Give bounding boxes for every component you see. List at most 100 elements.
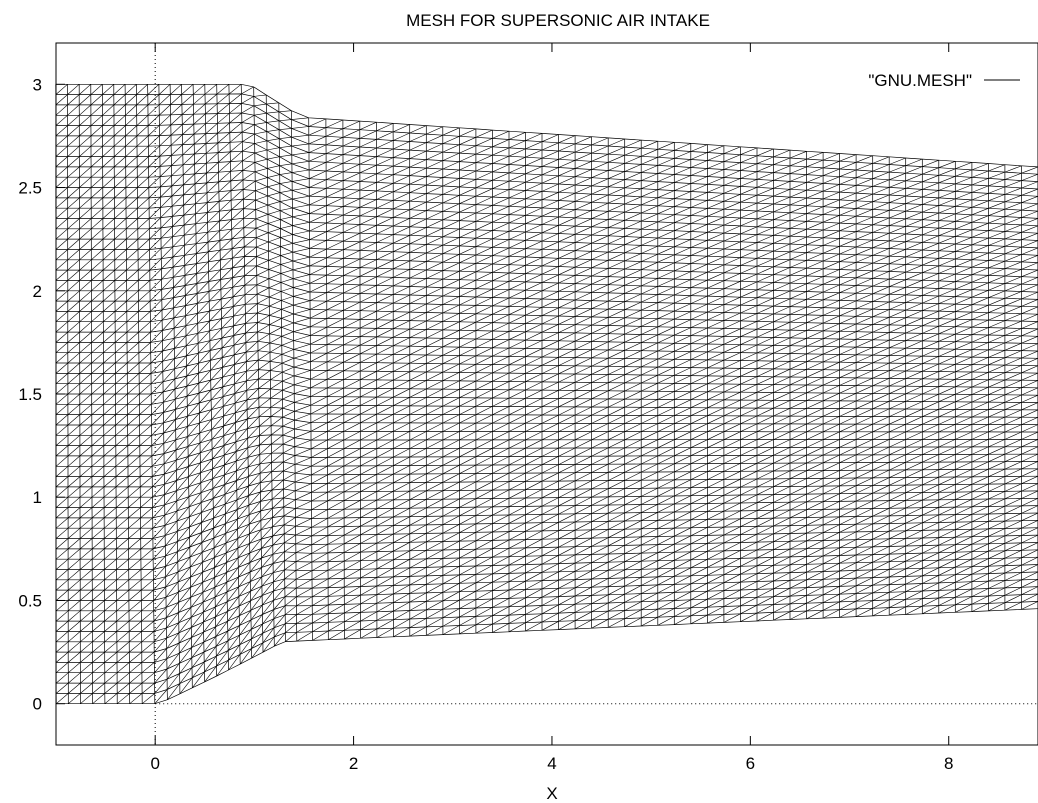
mesh-streamwise-line [56, 520, 1038, 581]
mesh-streamwise-line [56, 527, 1038, 591]
mesh-streamwise-line [56, 483, 1038, 529]
mesh-diagonal-lines [409, 125, 427, 637]
mesh-lines [55, 83, 1038, 705]
mesh-streamwise-line [55, 265, 1038, 308]
mesh-diagonal-lines [707, 145, 725, 624]
mesh-streamwise-line [55, 246, 1038, 293]
mesh-streamwise-line [55, 284, 1038, 322]
mesh-diagonal-lines [641, 140, 658, 627]
mesh-streamwise-line [56, 542, 1038, 612]
mesh-streamwise-line [55, 150, 1038, 219]
mesh-streamwise-line [56, 397, 1038, 426]
mesh-streamwise-line [56, 378, 1038, 405]
mesh-streamwise-line [56, 425, 1038, 457]
mesh-diagonal-lines [253, 94, 275, 653]
mesh-streamwise-line [56, 416, 1038, 446]
mesh-diagonal-lines [889, 157, 906, 616]
mesh-streamwise-line [55, 198, 1038, 256]
mesh-diagonal-lines [905, 158, 923, 615]
mesh-streamwise-line [55, 179, 1038, 241]
mesh-streamwise-line [55, 217, 1038, 271]
mesh-streamwise-line [56, 434, 1038, 467]
mesh-streamwise-line [56, 452, 1038, 488]
y-tick-label: 2 [33, 282, 42, 301]
mesh-diagonal-lines [657, 142, 675, 626]
mesh-diagonal-lines [674, 143, 691, 625]
mesh-diagonal-lines [170, 84, 193, 694]
mesh-streamwise-line [56, 578, 1038, 663]
mesh-diagonal-lines [558, 135, 576, 630]
mesh-diagonal-lines [459, 128, 477, 635]
mesh-diagonal-lines [756, 148, 774, 622]
mesh-diagonal-lines [113, 84, 130, 704]
mesh-diagonal-lines [872, 156, 890, 617]
mesh-streamwise-line [56, 369, 1038, 395]
mesh-diagonal-lines [90, 84, 105, 704]
mesh-diagonal-lines [922, 159, 939, 615]
mesh-diagonal-lines [392, 124, 410, 638]
mesh-diagonal-lines [1004, 165, 1022, 611]
mesh-diagonal-lines [806, 152, 824, 620]
mesh-diagonal-lines [216, 84, 241, 671]
mesh-diagonal-lines [325, 119, 345, 640]
mesh-streamwise-line [56, 359, 1038, 385]
mesh-diagonal-lines [723, 146, 741, 623]
mesh-streamwise-line [55, 208, 1038, 263]
mesh-streamwise-line [56, 350, 1038, 374]
x-tick-label: 0 [150, 754, 159, 773]
mesh-streamwise-line [56, 571, 1038, 653]
mesh-diagonal-lines [971, 163, 989, 612]
mesh-diagonal-lines [525, 133, 543, 632]
mesh-streamwise-line [56, 534, 1038, 601]
mesh-diagonal-lines [492, 130, 510, 633]
mesh-diagonal-lines [608, 138, 625, 628]
y-tick-label: 1 [33, 488, 42, 507]
mesh-streamwise-line [56, 564, 1038, 643]
mesh-diagonal-lines [839, 154, 857, 618]
mesh-diagonal-lines [740, 147, 758, 622]
y-tick-label: 0 [33, 695, 42, 714]
x-tick-label: 6 [746, 754, 755, 773]
mesh-diagonal-lines [574, 136, 592, 630]
mesh-diagonal-lines [773, 149, 791, 621]
mesh-streamwise-line [55, 103, 1038, 182]
mesh-streamwise-line [56, 461, 1038, 498]
mesh-diagonal-lines [955, 162, 973, 613]
legend-label: "GNU.MESH" [868, 71, 972, 90]
mesh-diagonal-lines [376, 123, 394, 638]
mesh-diagonal-lines [475, 129, 493, 634]
mesh-diagonal-lines [291, 117, 313, 642]
mesh-diagonal-lines [938, 161, 956, 614]
mesh-streamwise-line [56, 497, 1038, 550]
mesh-streamwise-line [55, 122, 1038, 197]
chart-title: MESH FOR SUPERSONIC AIR INTAKE [406, 11, 710, 30]
mesh-streamwise-line [55, 93, 1038, 175]
mesh-streamwise-line [56, 490, 1038, 539]
x-tick-label: 4 [547, 754, 556, 773]
mesh-streamwise-line [55, 170, 1038, 234]
mesh-diagonal-lines [102, 84, 118, 704]
mesh-streamwise-line [55, 227, 1038, 278]
mesh-diagonal-lines [624, 139, 642, 627]
mesh-diagonal-lines [241, 86, 264, 659]
mesh-diagonal-lines [55, 84, 69, 704]
mesh-diagonal-lines [855, 155, 873, 617]
mesh-streamwise-line [55, 131, 1038, 205]
y-tick-label: 2.5 [18, 179, 42, 198]
legend: "GNU.MESH" [868, 71, 1020, 90]
mesh-streamwise-line [55, 236, 1038, 286]
x-axis-label: X [546, 784, 557, 803]
mesh-streamwise-line [56, 608, 1038, 705]
mesh-streamwise-line [56, 601, 1038, 694]
mesh-streamwise-line [56, 468, 1038, 508]
mesh-streamwise-line [55, 256, 1038, 300]
mesh-diagonal-lines [541, 134, 559, 631]
mesh-streamwise-line [56, 505, 1038, 560]
mesh-streamwise-line [56, 340, 1038, 367]
mesh-streamwise-line [55, 303, 1038, 337]
mesh-streamwise-line [55, 112, 1038, 190]
mesh-diagonal-lines [136, 84, 155, 704]
mesh-streamwise-line [56, 331, 1038, 359]
mesh-diagonal-lines [308, 118, 329, 641]
